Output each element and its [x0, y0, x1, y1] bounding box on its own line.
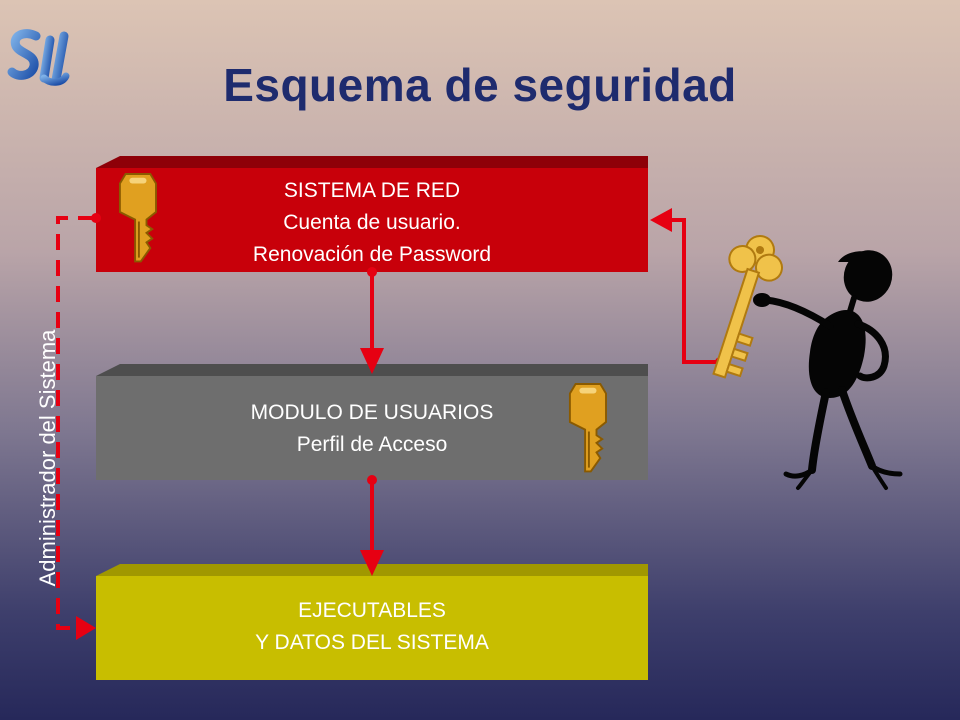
user-module-title: MODULO DE USUARIOS	[250, 401, 494, 424]
red-box	[96, 156, 648, 272]
network-system-text: SISTEMA DE RED Cuenta de usuario. Renova…	[96, 175, 648, 271]
system-admin-label: Administrador del Sistema	[35, 329, 60, 587]
arrow-gray-to-yellow	[360, 475, 384, 576]
person-to-network-arrow	[650, 208, 725, 367]
password-renewal-text: Renovación de Password	[252, 243, 492, 266]
person-with-key-icon	[712, 235, 903, 490]
arrow-red-to-gray	[360, 267, 384, 374]
network-system-title: SISTEMA DE RED	[283, 179, 461, 202]
system-data-text: Y DATOS DEL SISTEMA	[255, 631, 489, 654]
executables-title: EJECUTABLES	[298, 599, 446, 622]
admin-dashed-line	[56, 213, 101, 640]
user-module-text: MODULO DE USUARIOS Perfil de Acceso	[96, 397, 648, 461]
user-account-text: Cuenta de usuario.	[283, 211, 461, 234]
gray-box	[96, 364, 648, 480]
access-profile-text: Perfil de Acceso	[296, 433, 448, 456]
logo-icon	[7, 29, 70, 86]
slide-title: Esquema de seguridad	[223, 59, 737, 111]
executables-text: EJECUTABLES Y DATOS DEL SISTEMA	[96, 595, 648, 659]
